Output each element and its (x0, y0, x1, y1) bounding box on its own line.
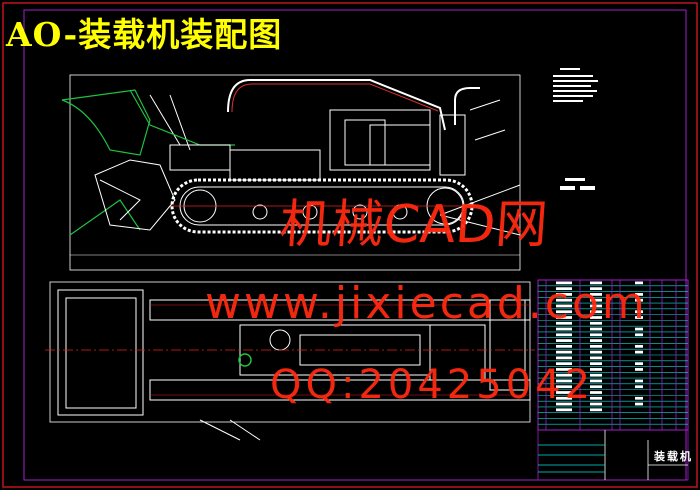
bom-cell-name (590, 293, 602, 296)
bom-cell-material (635, 350, 643, 354)
bom-cell-material (635, 281, 643, 285)
watermark-site-name: 机械CAD网 (277, 195, 550, 255)
bom-cell-code (556, 385, 572, 389)
bom-cell-name (590, 396, 602, 400)
watermark-qq: QQ:20425042 (270, 362, 595, 408)
bom-cell-code (556, 391, 572, 394)
bom-cell-code (556, 379, 572, 383)
top-view (45, 281, 535, 441)
bom-cell-code (556, 373, 572, 377)
bom-cell-code (556, 356, 572, 360)
bom-cell-name (590, 379, 602, 383)
bom-cell-code (556, 362, 572, 366)
bom-cell-material (635, 316, 643, 319)
bom-cell-code (556, 321, 572, 325)
bom-cell-name (590, 287, 602, 291)
bom-cell-code (556, 310, 572, 314)
bom-cell-code (556, 408, 572, 412)
bom-cell-name (590, 350, 602, 354)
bom-cell-material (635, 379, 643, 383)
bom-cell-name (590, 385, 602, 389)
loader-bucket (61, 89, 235, 236)
title-block (537, 429, 689, 481)
bom-cell-code (556, 333, 572, 337)
bom-cell-name (590, 298, 602, 302)
drawing-title: AO-装载机装配图 (6, 15, 283, 54)
bom-cell-code (556, 344, 572, 348)
bom-cell-material (635, 368, 643, 371)
bom-cell-code (556, 281, 572, 285)
bom-cell-name (590, 362, 602, 366)
bom-cell-material (635, 293, 643, 296)
bom-cell-material (635, 327, 643, 331)
bom-cell-code (556, 368, 572, 371)
bom-cell-name (590, 344, 602, 348)
bom-cell-material (635, 298, 643, 302)
watermark-url: www.jixiecad.com (205, 278, 648, 329)
drawing-frame (23, 9, 687, 481)
bom-cell-code (556, 287, 572, 291)
bom-cell-code (556, 396, 572, 400)
bom-cell-code (556, 339, 572, 342)
bom-cell-name (590, 356, 602, 360)
bom-cell-name (590, 304, 602, 308)
parts-list-table (537, 279, 689, 431)
bom-cell-name (590, 316, 602, 319)
bucket-linkage (94, 144, 231, 231)
bom-cell-code (556, 293, 572, 296)
bom-cell-name (590, 327, 602, 331)
bom-cell-code (556, 327, 572, 331)
bom-cell-name (590, 408, 602, 412)
bom-cell-name (590, 402, 602, 406)
bom-cell-name (590, 333, 602, 337)
bom-cell-code (556, 350, 572, 354)
bom-cell-name (590, 281, 602, 285)
bom-cell-material (635, 344, 643, 348)
bom-cell-name (590, 310, 602, 314)
bom-cell-material (635, 385, 643, 389)
bom-cell-name (590, 368, 602, 371)
bom-cell-code (556, 316, 572, 319)
bom-cell-name (590, 339, 602, 342)
technical-notes (553, 68, 598, 190)
bom-cell-material (635, 333, 643, 337)
bom-cell-material (635, 310, 643, 314)
bom-cell-name (590, 373, 602, 377)
title-block-part-name: 装载机 (654, 450, 693, 463)
bom-cell-name (590, 391, 602, 394)
bom-cell-code (556, 304, 572, 308)
bom-cell-material (635, 362, 643, 366)
bom-cell-name (590, 321, 602, 325)
bom-cell-material (635, 402, 643, 406)
bom-cell-code (556, 298, 572, 302)
bom-cell-code (556, 402, 572, 406)
bom-cell-material (635, 396, 643, 400)
